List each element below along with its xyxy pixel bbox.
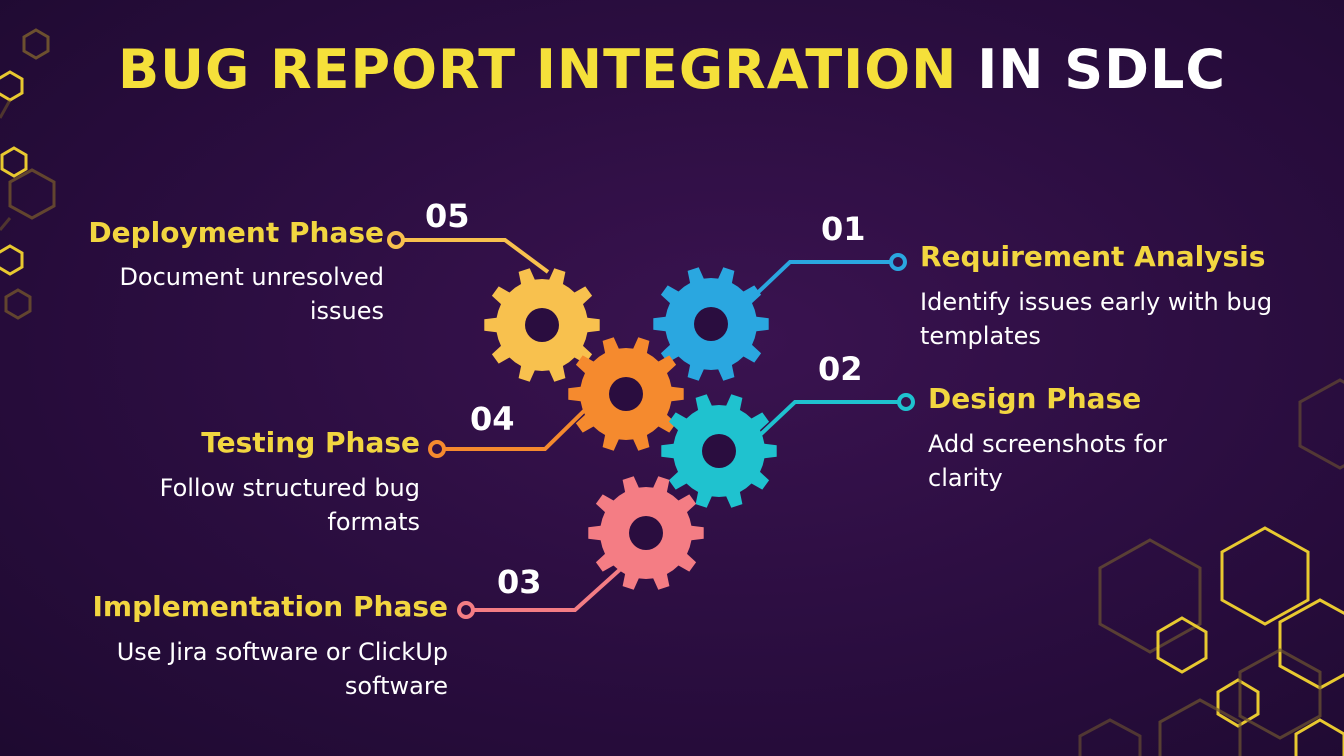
connector-03	[472, 563, 627, 612]
decor-hexagons-left	[0, 28, 56, 320]
connector-01	[748, 260, 893, 302]
phase-desc-implementation-phase: Use Jira software or ClickUp software	[116, 638, 448, 700]
gear-layer	[484, 267, 777, 590]
phase-title-testing-phase: Testing Phase	[201, 426, 420, 459]
title-highlight: BUG REPORT INTEGRATION	[117, 38, 958, 101]
gear-05-icon	[484, 268, 600, 382]
gear-03-icon	[588, 476, 704, 590]
phase-desc-requirement-analysis: Identify issues early with bug templates	[920, 288, 1273, 350]
phase-number-02: 02	[818, 350, 863, 388]
connector-02	[758, 400, 900, 437]
phase-desc-deployment-phase: Document unresolved issues	[119, 263, 384, 325]
connector-05	[402, 238, 550, 274]
title-rest: IN SDLC	[977, 38, 1227, 101]
phase-number-03: 03	[497, 563, 542, 601]
phase-title-design-phase: Design Phase	[928, 382, 1142, 415]
gear-02-icon	[661, 394, 777, 508]
phase-number-01: 01	[821, 210, 866, 248]
phase-number-04: 04	[470, 400, 515, 438]
gear-04-icon	[568, 337, 684, 451]
decor-hexagons-right	[1078, 378, 1344, 756]
phase-number-05: 05	[425, 197, 470, 235]
phase-desc-design-phase: Add screenshots for clarity	[928, 430, 1167, 492]
page-title: BUG REPORT INTEGRATION IN SDLC	[0, 38, 1344, 101]
connector-lines	[387, 231, 915, 619]
phase-title-deployment-phase: Deployment Phase	[88, 216, 384, 249]
gear-01-icon	[653, 267, 769, 381]
phase-desc-testing-phase: Follow structured bug formats	[159, 474, 420, 536]
connector-04	[443, 403, 592, 451]
phase-title-implementation-phase: Implementation Phase	[92, 590, 448, 623]
phase-title-requirement-analysis: Requirement Analysis	[920, 240, 1266, 273]
